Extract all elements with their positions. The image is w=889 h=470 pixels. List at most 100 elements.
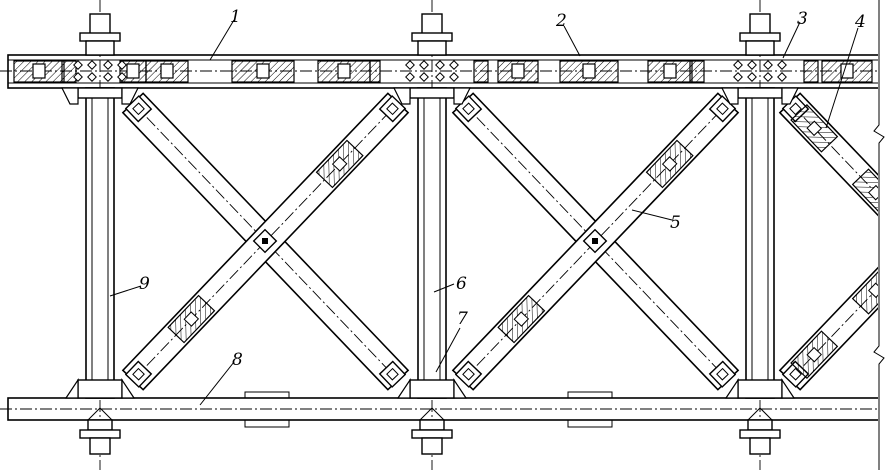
top-cap	[417, 40, 447, 56]
top-node-plate	[77, 87, 123, 99]
crossing-bolt	[262, 238, 268, 244]
bottom-plate	[87, 419, 113, 431]
node-bolt	[103, 72, 113, 82]
bottom-plate	[419, 419, 445, 431]
bottom-node-plate	[737, 379, 783, 399]
brace-end-bolt	[132, 102, 145, 116]
bottom-nut	[89, 437, 111, 455]
gusset	[396, 378, 411, 399]
brace-end-bolt	[716, 102, 729, 116]
gusset	[393, 87, 411, 105]
brace-end-bolt	[386, 367, 399, 381]
bottom-node-plate	[409, 379, 455, 399]
plate-bolt	[663, 63, 677, 79]
bottom-washer	[79, 429, 121, 439]
brace-end-bolt	[789, 367, 802, 381]
callout-8: 8	[232, 350, 243, 370]
node-bolt	[777, 72, 787, 82]
top-chord-plate	[803, 60, 819, 83]
bottom-washer	[411, 429, 453, 439]
weld-mark	[87, 407, 101, 421]
node-bolt	[449, 72, 459, 82]
leader-lines	[109, 19, 859, 406]
top-washer	[739, 32, 781, 42]
bottom-node-plate	[77, 379, 123, 399]
gusset	[721, 87, 739, 105]
top-chord	[0, 54, 878, 89]
node-bolt	[87, 72, 97, 82]
gusset	[781, 87, 799, 105]
callout-labels: 1 2 3 4 5 6 7 8 9	[139, 7, 866, 370]
plate-bolt	[32, 63, 46, 79]
bottom-washer	[739, 429, 781, 439]
node-bolt	[73, 72, 83, 82]
gusset	[453, 378, 468, 399]
splice-bolt	[513, 311, 530, 327]
post-1	[61, 0, 139, 470]
diagonal-braces	[121, 92, 889, 391]
top-cap	[745, 40, 775, 56]
bottom-nut	[421, 437, 443, 455]
top-chord-plate	[61, 60, 77, 83]
callout-9: 9	[139, 274, 150, 294]
node-bolt	[733, 60, 743, 70]
post-body	[85, 87, 115, 399]
bottom-nut	[749, 437, 771, 455]
brace-member	[778, 265, 878, 391]
node-bolt	[747, 60, 757, 70]
gusset	[121, 378, 136, 399]
top-nut	[749, 13, 771, 35]
node-bolt	[763, 60, 773, 70]
brace-end-bolt	[462, 367, 475, 381]
post-3	[721, 0, 799, 470]
brace-end-plate	[882, 199, 889, 224]
node-bolt	[73, 60, 83, 70]
plate-bolt	[337, 63, 351, 79]
node-bolt	[435, 60, 445, 70]
top-washer	[411, 32, 453, 42]
top-washer	[79, 32, 121, 42]
top-chord-plate	[473, 60, 489, 83]
node-bolt	[117, 72, 127, 82]
brace-end-bolt	[132, 367, 145, 381]
plate-bolt	[160, 63, 174, 79]
splice-bolt	[806, 346, 822, 363]
weld-mark	[431, 407, 445, 421]
node-bolt	[87, 60, 97, 70]
break-line	[873, 0, 885, 470]
splice-bolt	[806, 120, 822, 137]
top-nut	[421, 13, 443, 35]
gusset	[64, 378, 79, 399]
splice-bolt	[183, 311, 200, 327]
splice-bolt	[868, 282, 878, 299]
callout-7: 7	[457, 309, 468, 329]
vertical-posts	[61, 0, 799, 470]
node-bolt	[435, 72, 445, 82]
crossing-bolt	[592, 238, 598, 244]
node-bolt	[777, 60, 787, 70]
plate-bolt	[511, 63, 525, 79]
top-node-plate	[737, 87, 783, 99]
weld-mark	[759, 407, 773, 421]
plate-bolt	[256, 63, 270, 79]
gusset	[724, 378, 739, 399]
callout-2: 2	[555, 11, 567, 31]
node-bolt	[405, 72, 415, 82]
splice-bolt	[868, 184, 878, 201]
node-bolt	[419, 60, 429, 70]
top-nut	[89, 13, 111, 35]
brace-end-bolt	[386, 102, 399, 116]
post-body	[417, 87, 447, 399]
top-node-plate	[409, 87, 455, 99]
gusset	[61, 87, 79, 105]
brace-end-bolt	[716, 367, 729, 381]
weld-mark	[747, 407, 761, 421]
node-bolt	[747, 72, 757, 82]
splice-bolt	[331, 156, 348, 172]
callout-4: 4	[854, 12, 866, 32]
brace-end-bolt	[462, 102, 475, 116]
node-bolt	[405, 60, 415, 70]
weld-mark	[99, 407, 113, 421]
brace-member	[778, 92, 889, 224]
